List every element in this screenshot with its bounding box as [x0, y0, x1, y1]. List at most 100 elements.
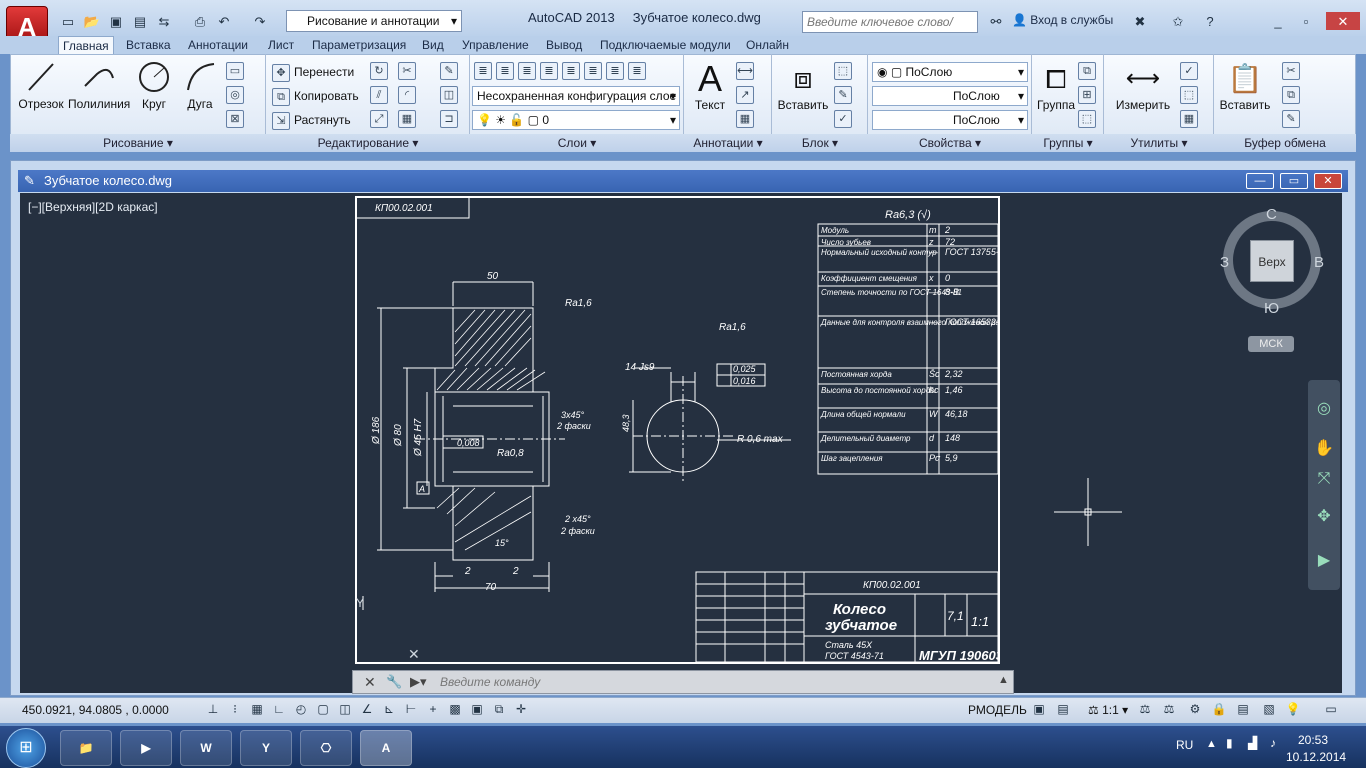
autocad-taskbar-icon[interactable]: A: [360, 730, 412, 766]
close-app-icon[interactable]: ✕: [1326, 12, 1360, 30]
media-player-icon[interactable]: ▶: [120, 730, 172, 766]
group-edit-icon[interactable]: ⊞: [1078, 86, 1100, 104]
tab-annotate[interactable]: Аннотации: [188, 38, 248, 52]
panel-block-label[interactable]: Блок ▾: [772, 134, 868, 152]
polar-icon[interactable]: ◴: [295, 702, 307, 716]
tab-home[interactable]: Главная: [58, 36, 114, 54]
line-button[interactable]: Отрезок: [16, 60, 66, 111]
panel-modify-label[interactable]: Редактирование ▾: [266, 134, 470, 152]
showmotion-icon[interactable]: ▶: [1317, 552, 1331, 569]
command-prompt-icon[interactable]: ▶▾: [410, 674, 427, 689]
help-icon[interactable]: ?: [1206, 14, 1214, 29]
print-icon[interactable]: ⎙: [194, 14, 206, 29]
group-button[interactable]: ⧠Группа: [1034, 60, 1078, 112]
erase-icon[interactable]: ✎: [440, 62, 462, 80]
binoculars-icon[interactable]: ⚯: [990, 14, 1002, 29]
selection-cycling-icon[interactable]: ⧉: [494, 702, 504, 716]
attribute-icon[interactable]: ✓: [834, 110, 856, 128]
tab-view[interactable]: Вид: [422, 38, 444, 52]
tab-plugins[interactable]: Подключаемые модули: [600, 38, 731, 52]
doc-minimize-button[interactable]: —: [1246, 173, 1274, 189]
panel-groups-label[interactable]: Группы ▾: [1032, 134, 1104, 152]
explode-icon[interactable]: ◫: [440, 86, 462, 104]
color-select[interactable]: ◉ ▢ ПоСлою▾: [872, 62, 1028, 82]
workspace-select[interactable]: Рисование и аннотации▾: [286, 10, 462, 32]
copy-button[interactable]: ⧉Копировать: [272, 86, 359, 106]
viewcube-south[interactable]: Ю: [1264, 300, 1280, 317]
measure-button[interactable]: ⟷Измерить: [1112, 60, 1174, 112]
lineweight-select[interactable]: ПоСлою▾: [872, 110, 1028, 130]
copy-clip-icon[interactable]: ⧉: [1282, 86, 1304, 104]
annotation-monitor-icon[interactable]: ✛: [515, 702, 527, 716]
undo-icon[interactable]: ↶: [218, 14, 230, 29]
grid-icon[interactable]: ▦: [251, 702, 263, 716]
panel-layers-label[interactable]: Слои ▾: [470, 134, 684, 152]
osnap-icon[interactable]: ▢: [317, 702, 329, 716]
panel-properties-label[interactable]: Свойства ▾: [868, 134, 1032, 152]
quick-view-icon[interactable]: ▤: [1057, 702, 1069, 716]
stretch-button[interactable]: ⇲Растянуть: [272, 110, 351, 130]
zoom-extents-icon[interactable]: ⤧: [1317, 470, 1331, 487]
offset-icon[interactable]: ⊐: [440, 110, 462, 128]
orbit-icon[interactable]: ✥: [1317, 508, 1331, 525]
workspace-switch-icon[interactable]: ⚙: [1189, 702, 1201, 716]
edit-block-icon[interactable]: ✎: [834, 86, 856, 104]
save-as-icon[interactable]: ▤: [133, 14, 147, 29]
command-history-icon[interactable]: ▲: [998, 674, 1009, 686]
pan-icon[interactable]: ✋: [1314, 440, 1334, 457]
start-button[interactable]: ⊞: [6, 728, 46, 768]
layer-tools-row[interactable]: ≣≣≣≣≣≣≣≣: [474, 62, 650, 80]
viewcube-east[interactable]: В: [1314, 254, 1325, 271]
viewcube-north[interactable]: С: [1266, 206, 1277, 223]
panel-draw-label[interactable]: Рисование ▾: [10, 134, 266, 152]
trim-icon[interactable]: ✂: [398, 62, 420, 80]
otrack-icon[interactable]: ∠: [361, 702, 373, 716]
infer-icon[interactable]: ⊥: [207, 702, 219, 716]
layer-state-select[interactable]: Несохраненная конфигурация слое▾: [472, 86, 680, 106]
ucs-menu-button[interactable]: МСК: [1248, 336, 1294, 352]
new-file-icon[interactable]: ▭: [61, 14, 75, 29]
hardware-accel-icon[interactable]: ▤: [1237, 702, 1249, 716]
language-indicator[interactable]: RU: [1176, 738, 1194, 752]
tab-parametric[interactable]: Параметризация: [312, 38, 407, 52]
clock-date[interactable]: 10.12.2014: [1286, 750, 1347, 764]
ortho-icon[interactable]: ∟: [273, 702, 285, 716]
word-icon[interactable]: W: [180, 730, 232, 766]
leader-icon[interactable]: ↗: [736, 86, 758, 104]
rectangle-icon[interactable]: ▭: [226, 62, 248, 80]
redo-icon[interactable]: ↷: [254, 14, 266, 29]
tab-online[interactable]: Онлайн: [746, 38, 789, 52]
hatch-icon[interactable]: ◎: [226, 86, 248, 104]
tab-manage[interactable]: Управление: [462, 38, 529, 52]
search-input[interactable]: Введите ключевое слово/фразу: [802, 11, 978, 49]
fillet-icon[interactable]: ◜: [398, 86, 420, 104]
quick-select-icon[interactable]: ✓: [1180, 62, 1202, 80]
command-input[interactable]: Введите команду: [440, 675, 541, 689]
move-button[interactable]: ✥Перенести: [272, 62, 354, 82]
annovisibility-icon[interactable]: ⚖: [1139, 702, 1151, 716]
viewcube-ring[interactable]: [1220, 208, 1324, 312]
calculator-icon[interactable]: ▦: [1180, 110, 1202, 128]
tray-network-icon[interactable]: ▟: [1248, 736, 1258, 750]
tab-insert[interactable]: Вставка: [126, 38, 171, 52]
undo-history-icon[interactable]: ⇆: [158, 14, 170, 29]
panel-clipboard-label[interactable]: Буфер обмена: [1214, 134, 1356, 152]
panel-annotation-label[interactable]: Аннотации ▾: [684, 134, 772, 152]
lightbulb-icon[interactable]: 💡: [1285, 702, 1301, 716]
tab-layout[interactable]: Лист: [268, 38, 295, 52]
viewcube-west[interactable]: З: [1220, 254, 1230, 271]
acrobat-icon[interactable]: ⎔: [300, 730, 352, 766]
arc-button[interactable]: Дуга: [180, 60, 220, 111]
steering-wheel-icon[interactable]: ◎: [1317, 400, 1331, 417]
rotate-icon[interactable]: ↻: [370, 62, 392, 80]
doc-maximize-button[interactable]: ▭: [1280, 173, 1308, 189]
panel-utilities-label[interactable]: Утилиты ▾: [1104, 134, 1214, 152]
isolate-icon[interactable]: ▧: [1263, 702, 1275, 716]
dimension-icon[interactable]: ⟷: [736, 62, 758, 80]
paste-button[interactable]: 📋Вставить: [1218, 60, 1272, 112]
explorer-icon[interactable]: 📁: [60, 730, 112, 766]
circle-button[interactable]: Круг: [134, 60, 174, 111]
insert-block-button[interactable]: ⧈Вставить: [777, 62, 829, 112]
table-icon[interactable]: ▦: [736, 110, 758, 128]
exchange-icon[interactable]: ✖: [1134, 14, 1146, 29]
